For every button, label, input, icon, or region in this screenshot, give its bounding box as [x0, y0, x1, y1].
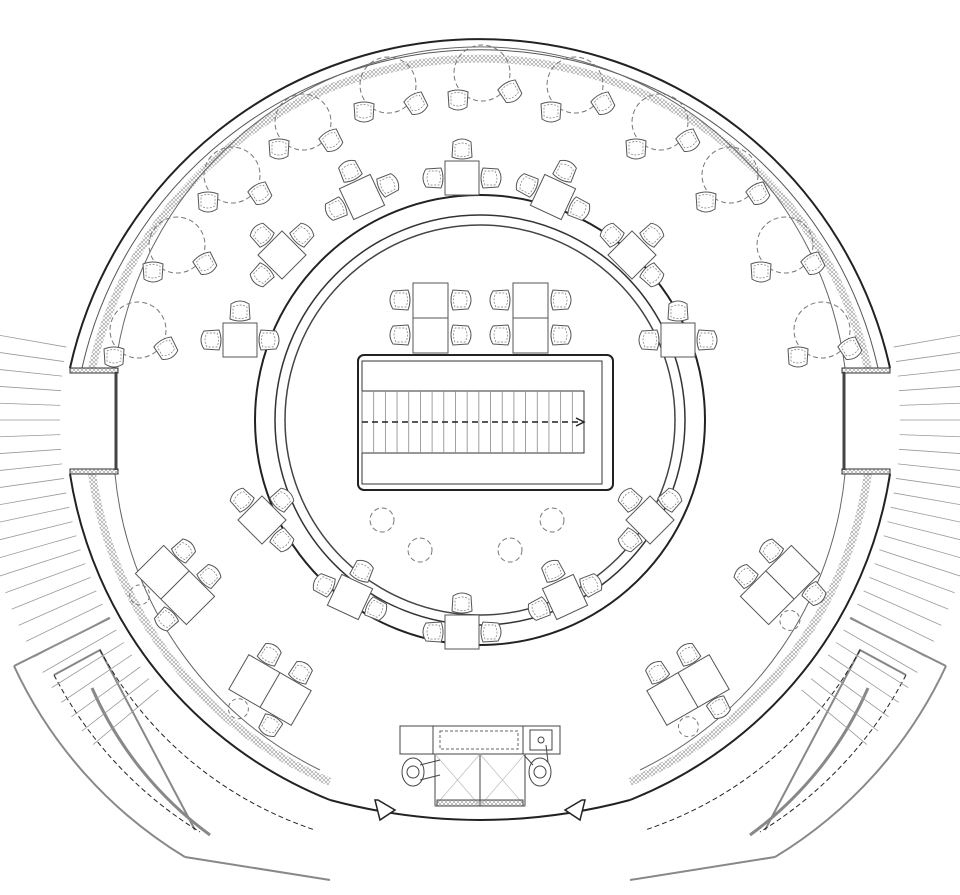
- long-table: [227, 639, 316, 741]
- stair-right: [629, 617, 947, 881]
- round-table: [142, 216, 220, 283]
- center-table: [489, 282, 572, 354]
- entrance-walls: [374, 799, 586, 822]
- round-table: [787, 301, 865, 368]
- square-table: [321, 156, 403, 224]
- square-table: [422, 592, 502, 650]
- staff-person-right: [523, 744, 552, 787]
- right-door: [841, 367, 891, 475]
- round-table: [750, 216, 828, 283]
- round-table: [407, 537, 433, 563]
- round-table: [540, 56, 618, 123]
- round-table: [353, 56, 431, 123]
- square-table: [512, 156, 594, 224]
- square-table: [524, 556, 606, 624]
- dining-tables: [103, 44, 865, 741]
- left-door: [69, 367, 119, 475]
- long-table: [730, 535, 830, 631]
- round-table: [103, 301, 181, 368]
- round-table: [695, 146, 773, 213]
- central-core: [254, 194, 706, 646]
- round-table: [197, 146, 275, 213]
- square-table: [226, 484, 298, 556]
- round-table: [268, 93, 346, 160]
- staff-person-left: [401, 757, 441, 787]
- long-table: [129, 535, 225, 635]
- round-table: [625, 93, 703, 160]
- square-table: [246, 219, 318, 291]
- round-table: [369, 507, 395, 533]
- escalator: [357, 354, 614, 491]
- round-table: [447, 44, 525, 111]
- round-table: [539, 507, 565, 533]
- outer-wall: [69, 38, 891, 821]
- square-table: [638, 300, 718, 358]
- center-table: [389, 282, 472, 354]
- stair-right-treads: [801, 334, 960, 745]
- square-table: [200, 300, 280, 358]
- square-table: [309, 556, 391, 624]
- stair-left-treads: [0, 334, 159, 745]
- square-table: [422, 138, 502, 196]
- square-table: [614, 484, 686, 556]
- service-counter: [399, 725, 561, 807]
- round-table: [497, 537, 523, 563]
- square-table: [596, 219, 668, 291]
- long-table: [642, 639, 734, 738]
